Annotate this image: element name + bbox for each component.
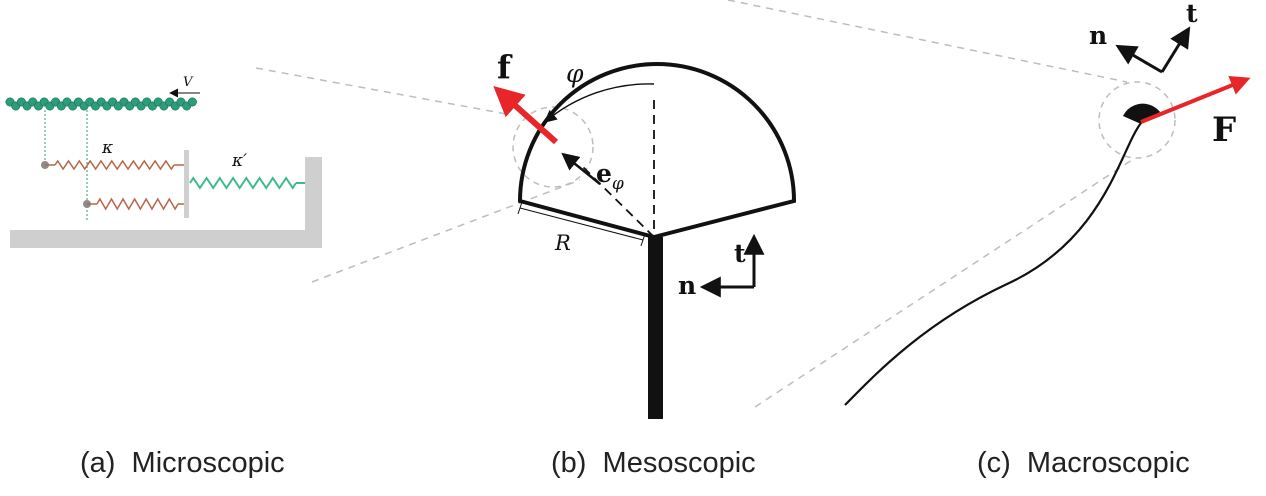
- normal-label-c: n: [1089, 21, 1107, 50]
- radius-label: R: [554, 231, 571, 255]
- head-fan: [1123, 103, 1160, 124]
- panel-macroscopic: F n t: [844, 0, 1251, 406]
- tangent-label-b: t: [734, 239, 746, 268]
- wall-plate: [184, 150, 189, 218]
- phi-label: φ: [566, 59, 584, 88]
- fan-outline: [517, 62, 797, 239]
- radius-dimension: [519, 207, 644, 241]
- kappa-label: κ: [101, 138, 113, 158]
- filament-bead: [187, 97, 197, 107]
- force-arrow-f: [493, 86, 558, 145]
- spring-kappa-prime: [189, 176, 297, 190]
- spring-kappa-2: [96, 197, 179, 211]
- kappa-prime-label: κ′: [231, 151, 247, 171]
- velocity-label: V: [183, 75, 194, 90]
- flagellum: [844, 122, 1142, 406]
- guide-a-bottom: [311, 179, 581, 283]
- panel-microscopic: V κ κ′: [5, 75, 322, 248]
- guide-b-bottom: [754, 157, 1136, 408]
- spring-kappa-1: [54, 159, 175, 171]
- normal-arrow-c: [1115, 44, 1163, 74]
- panel-mesoscopic: eφ φ f R t n: [493, 48, 797, 419]
- force-F-label: F: [1212, 110, 1236, 150]
- guide-b-top: [727, 0, 1128, 83]
- force-f-label: f: [497, 48, 513, 86]
- guide-a-top: [255, 67, 513, 116]
- tangent-label-c: t: [1186, 0, 1198, 28]
- tangent-arrow-c: [1160, 26, 1191, 73]
- e-phi-arrow: [561, 152, 601, 185]
- caption-c: (c) Macroscopic: [977, 447, 1190, 479]
- angle-arc: [544, 83, 655, 123]
- actin-filament: [5, 97, 197, 111]
- normal-label-b: n: [678, 271, 696, 300]
- zoom-guides: [255, 0, 1136, 408]
- e-phi-label: eφ: [596, 159, 624, 194]
- wall: [10, 157, 322, 248]
- stalk: [648, 237, 663, 419]
- caption-a: (a) Microscopic: [80, 447, 285, 479]
- zoom-circle-b: [512, 106, 594, 188]
- caption-b: (b) Mesoscopic: [551, 447, 756, 479]
- force-arrow-F: [1140, 75, 1251, 124]
- zoom-circle-c: [1098, 81, 1176, 159]
